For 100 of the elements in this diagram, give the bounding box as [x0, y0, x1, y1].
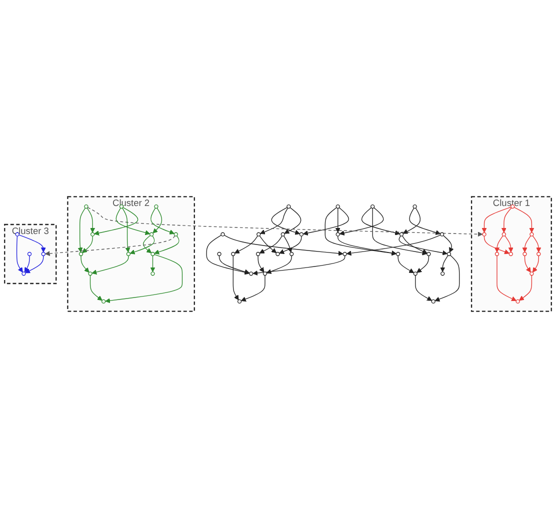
arrow	[372, 208, 428, 256]
arrow	[532, 255, 539, 272]
arrow	[80, 255, 90, 273]
arrow	[25, 255, 44, 274]
node-circle	[412, 204, 417, 209]
arrow	[283, 235, 292, 253]
node-circle	[231, 252, 236, 256]
node-circle	[237, 299, 242, 304]
node-circle	[482, 232, 486, 236]
arrow	[434, 254, 460, 302]
arrow	[279, 236, 302, 254]
cluster: Cluster 1	[470, 196, 552, 312]
arrow	[218, 255, 250, 274]
node-circle	[262, 272, 268, 276]
node-circle	[530, 232, 534, 236]
node-circle	[516, 299, 520, 304]
node-circle	[174, 232, 178, 236]
arrow	[224, 234, 344, 256]
node-circle	[446, 252, 452, 256]
node-circle	[88, 272, 92, 276]
arrow	[524, 255, 531, 272]
arrow	[494, 235, 504, 252]
arrow	[122, 208, 130, 252]
arrow	[338, 236, 397, 256]
node-circle	[494, 252, 500, 256]
node-circle	[440, 232, 444, 236]
arrow	[361, 207, 400, 236]
arrow	[302, 207, 350, 236]
arrow	[501, 208, 512, 233]
node-circle	[431, 299, 436, 304]
node-circle	[413, 272, 418, 276]
arrow	[152, 208, 162, 234]
arrow	[92, 255, 129, 275]
node-circle	[290, 252, 294, 256]
arrow	[339, 207, 384, 236]
arrow	[44, 235, 176, 256]
node-circle	[150, 252, 155, 256]
arrow	[402, 208, 421, 234]
node-circle	[399, 232, 404, 236]
arrow	[116, 208, 150, 236]
arrow	[324, 207, 397, 256]
node-circle	[150, 232, 154, 236]
arrow	[90, 275, 102, 301]
node-circle	[276, 252, 280, 256]
arrow	[232, 255, 239, 300]
arrow	[409, 208, 441, 235]
node-circle	[27, 252, 32, 256]
arrow	[150, 255, 156, 272]
arrow	[105, 254, 183, 304]
arrow	[504, 235, 514, 252]
node-circle	[508, 252, 513, 256]
arrow	[440, 255, 448, 272]
node-circle	[78, 252, 84, 256]
arrow	[18, 234, 46, 252]
arrow	[514, 207, 534, 233]
arrow	[154, 235, 180, 254]
arrow	[402, 235, 428, 254]
arrow	[252, 255, 346, 276]
arrow	[416, 255, 430, 273]
arrow	[398, 235, 448, 256]
arrow	[484, 236, 510, 254]
arrow	[16, 236, 23, 272]
arrow	[94, 207, 138, 236]
arrow	[142, 235, 152, 254]
arrow	[519, 275, 532, 301]
arrow	[415, 275, 432, 301]
arrow	[271, 207, 300, 235]
arrow	[442, 235, 454, 253]
node-circle	[249, 272, 254, 276]
cluster: Cluster 2	[67, 196, 195, 312]
arrow	[259, 235, 277, 254]
node-circle	[154, 204, 158, 209]
arrow	[150, 208, 174, 234]
arrow	[335, 208, 340, 233]
node-circle	[336, 232, 340, 236]
node-circle	[217, 252, 222, 256]
arrow	[259, 235, 282, 254]
node-circle	[41, 252, 46, 256]
node-circle	[22, 272, 26, 276]
node-circle	[426, 252, 431, 256]
node-circle	[342, 252, 347, 256]
node-circle	[256, 232, 261, 236]
node-circle	[15, 232, 20, 236]
arrow	[86, 208, 96, 233]
arrow	[482, 206, 512, 233]
node-circle	[101, 299, 106, 304]
arrow	[266, 255, 292, 274]
node-circle	[84, 204, 88, 209]
arrow	[398, 255, 414, 274]
arrow	[87, 207, 483, 237]
node-circle	[150, 272, 155, 276]
cluster: Cluster 3	[4, 224, 57, 284]
node-circle	[440, 272, 445, 276]
node-circle	[280, 232, 285, 236]
arrow	[260, 208, 288, 234]
arrow	[496, 255, 516, 302]
arrow	[258, 255, 264, 272]
node-circle	[530, 272, 534, 276]
arrow	[240, 275, 266, 302]
node-circle	[126, 252, 131, 256]
